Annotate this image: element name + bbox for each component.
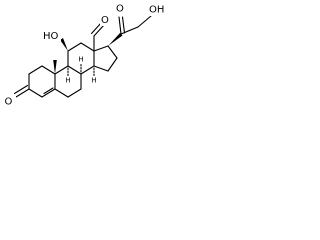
bond-c18-o-double: [90, 21, 103, 35]
h-c14-label: H: [91, 77, 96, 85]
bond-c20-o: [118, 16, 122, 35]
ring-c: [67, 42, 95, 75]
h-c9-label: H: [65, 77, 70, 85]
label-bg-o-c3: [4, 96, 16, 108]
c18-aldehyde: [90, 21, 105, 52]
bond-c14-c8: [80, 65, 95, 75]
bond-c3-o-double: [13, 84, 29, 95]
bond-c10-c1: [41, 65, 56, 75]
bond-c15-c16: [107, 57, 118, 72]
ring-d: [93, 45, 118, 72]
label-bg-o-c21: [148, 3, 170, 16]
hydroxyl-c11-label: HO: [43, 31, 59, 42]
oxygen-c20-label: O: [116, 4, 124, 15]
ring-a: [13, 65, 56, 98]
bond-c4-c5-double: [43, 87, 54, 95]
label-bg-o-c11: [43, 30, 61, 42]
bond-c21-o: [137, 15, 152, 28]
wedge-c11-oh: [60, 38, 68, 51]
bond-c17-c13: [93, 45, 109, 52]
stereo-h-bonds: [67, 63, 95, 77]
h-c8-label: H: [78, 56, 83, 64]
oxygen-c18-label: O: [101, 15, 109, 26]
wedge-c17-c20: [108, 33, 123, 46]
atom-labels: O HO O O OH H H H: [4, 2, 170, 108]
bond-c6-c7: [67, 88, 82, 98]
bond-c1-c2: [28, 65, 43, 75]
bond-c8-c9: [67, 65, 82, 75]
bond-c20-c21: [120, 26, 139, 35]
oxygen-c3-label: O: [5, 97, 13, 108]
wedge-c10-methyl: [53, 60, 57, 74]
bond-c3-o: [15, 88, 30, 98]
label-bg-o-c18: [100, 14, 112, 26]
bond-c14-c15: [93, 65, 109, 72]
bond-c4-c5: [41, 88, 56, 98]
bond-c16-c17: [107, 45, 118, 59]
hydroxyl-c21-label: OH: [149, 5, 164, 16]
bond-c5-c6: [54, 88, 69, 98]
bond-c12-c13: [80, 42, 95, 52]
label-bg-o-c20: [115, 2, 127, 15]
c17-side-chain: [108, 15, 152, 46]
bond-c3-c4: [28, 88, 43, 98]
bond-c9-c10: [54, 65, 69, 75]
bond-c18-o: [93, 24, 105, 37]
bond-c20-o-double: [121, 16, 126, 34]
steroid-structure-diagram: O HO O O OH H H H: [4, 2, 170, 108]
bond-c11-c12: [67, 42, 82, 52]
ring-b: [54, 65, 82, 98]
